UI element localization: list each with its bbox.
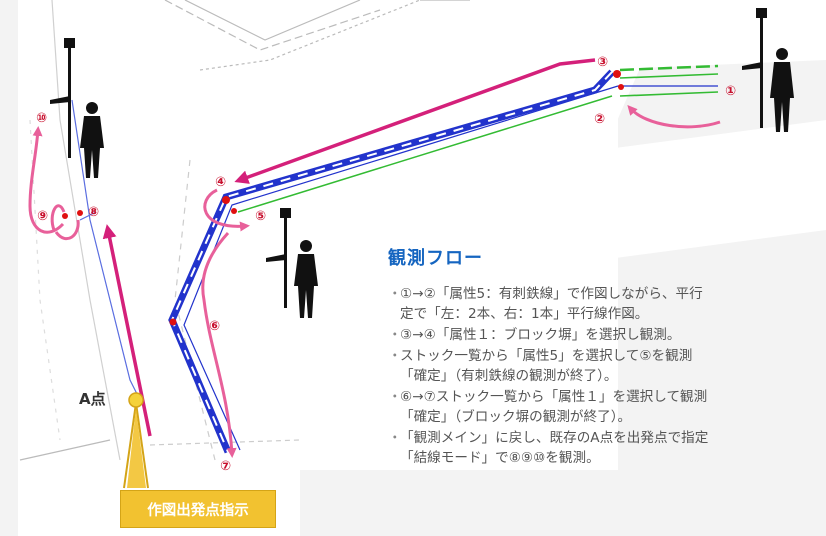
marker-6: ⑥: [209, 319, 220, 334]
origin-instruction-box: 作図出発点指示: [120, 490, 276, 528]
flow-step: ・ ⑥→⑦ストック一覧から「属性１」を選択して観測 「確定」（ブロック塀の観測が…: [386, 387, 826, 427]
flow-step-text: ①→②「属性5：有刺鉄線」で作図しながら、平行: [400, 286, 703, 302]
flow-step-text-2: 定で「左：2本、右：1本」平行線作図。: [400, 306, 649, 322]
bullet: ・: [388, 327, 402, 343]
marker-8: ⑧: [88, 205, 99, 220]
flow-step: ・ 「観測メイン」に戻し、既存のA点を出発点で指定 「結線モード」で⑧⑨⑩を観測…: [386, 428, 826, 468]
svg-text:⑧: ⑧: [88, 205, 99, 220]
flow-step-text-2: 「結線モード」で⑧⑨⑩を観測。: [400, 450, 600, 466]
svg-text:①: ①: [725, 84, 736, 99]
flow-step: ・ ③→④「属性１：ブロック塀」を選択し観測。: [386, 325, 826, 345]
svg-text:⑦: ⑦: [220, 459, 231, 474]
svg-text:④: ④: [215, 175, 226, 190]
a-point-line: [71, 99, 141, 401]
survey-points: [62, 70, 624, 326]
svg-text:③: ③: [597, 55, 608, 70]
svg-text:⑥: ⑥: [209, 319, 220, 334]
marker-4: ④: [215, 175, 226, 190]
marker-2: ②: [594, 112, 605, 127]
marker-7: ⑦: [220, 459, 231, 474]
a-point-label: A点: [79, 390, 106, 408]
fence-line-green: [237, 64, 719, 213]
svg-text:⑨: ⑨: [37, 209, 48, 224]
flow-step: ・ ストック一覧から「属性5」を選択して⑤を観測 「確定」（有刺鉄線の観測が終了…: [386, 346, 826, 386]
flow-step-text: ストック一覧から「属性5」を選択して⑤を観測: [400, 348, 693, 364]
flow-step-text-2: 「確定」（ブロック塀の観測が終了）。: [400, 409, 632, 425]
flow-step-text: ③→④「属性１：ブロック塀」を選択し観測。: [400, 327, 681, 343]
marker-10: ⑩: [36, 111, 47, 126]
observation-flow-panel: 観測フロー ・ ①→②「属性5：有刺鉄線」で作図しながら、平行 定で「左：2本、…: [386, 244, 826, 469]
svg-text:⑤: ⑤: [255, 209, 266, 224]
surveyor-icon: [266, 208, 318, 318]
flow-step-text: 「観測メイン」に戻し、既存のA点を出発点で指定: [400, 430, 709, 446]
bullet: ・: [388, 430, 402, 446]
a-point-marker: [123, 392, 149, 489]
marker-1: ①: [725, 84, 736, 99]
flow-arrows-pink: [28, 105, 721, 458]
bullet: ・: [388, 286, 402, 302]
marker-9: ⑨: [37, 209, 48, 224]
flow-step-text-2: 「確定」（有刺鉄線の観測が終了）。: [400, 368, 618, 384]
flow-step-text: ⑥→⑦ストック一覧から「属性１」を選択して観測: [400, 389, 708, 405]
bullet: ・: [388, 348, 402, 364]
surveyor-icon: [742, 8, 794, 132]
surveyor-icon: [50, 38, 104, 178]
svg-text:②: ②: [594, 112, 605, 127]
marker-5: ⑤: [255, 209, 266, 224]
flow-title: 観測フロー: [388, 248, 483, 269]
marker-3: ③: [597, 55, 608, 70]
bullet: ・: [388, 389, 402, 405]
origin-instruction-text: 作図出発点指示: [147, 502, 249, 519]
flow-step: ・ ①→②「属性5：有刺鉄線」で作図しながら、平行 定で「左：2本、右：1本」平…: [386, 284, 826, 324]
svg-text:⑩: ⑩: [36, 111, 47, 126]
